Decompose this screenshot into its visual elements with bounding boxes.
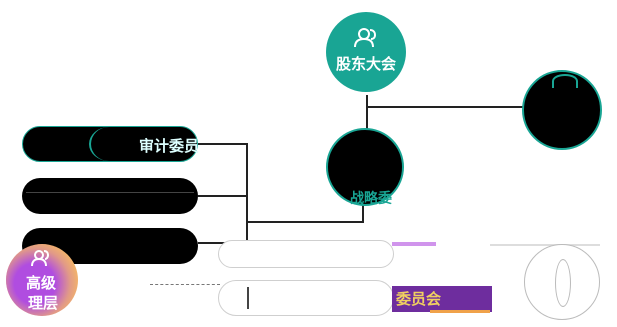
- committee-fragment-label: 委员会: [396, 290, 442, 308]
- board-node[interactable]: [522, 70, 602, 150]
- committee-fragment-underline: [430, 310, 490, 313]
- shareholders-meeting-node[interactable]: 股东大会: [326, 12, 406, 92]
- user-group-icon: [353, 27, 379, 49]
- pill-accent-arc: [89, 127, 129, 161]
- lower-pill-1[interactable]: [218, 240, 394, 268]
- pill-marker: [247, 287, 249, 309]
- committee-fragment-bar: [392, 286, 492, 312]
- shareholders-meeting-label: 股东大会: [335, 54, 396, 73]
- senior-management-label-line2: 理层: [28, 294, 59, 312]
- accent-purple-top: [392, 242, 436, 246]
- senior-management-node[interactable]: 高级 理层: [6, 244, 78, 316]
- connector-top-vertical: [366, 95, 368, 130]
- committee-pill-2[interactable]: [22, 178, 198, 214]
- connector-center-vertical: [362, 195, 364, 223]
- partial-icon: [552, 74, 578, 88]
- lower-pill-2[interactable]: [218, 280, 394, 316]
- strategy-committee-node[interactable]: 战略委: [326, 128, 404, 207]
- dashed-divider: [150, 284, 220, 285]
- strategy-committee-label: 战略委: [350, 191, 392, 207]
- senior-management-label-line1: 高级: [26, 274, 57, 292]
- audit-committee-pill[interactable]: 审计委员: [22, 126, 199, 162]
- bottom-right-node[interactable]: [524, 244, 600, 320]
- connector-audit-horizontal: [198, 143, 248, 145]
- bottom-right-inner-arc: [555, 259, 571, 307]
- pill-line: [26, 192, 194, 193]
- connector-left-vertical: [246, 143, 248, 243]
- accent-purple-mid: [490, 244, 600, 246]
- user-group-icon: [30, 249, 52, 267]
- connector-top-right: [366, 106, 526, 108]
- connector-center-horizontal: [246, 221, 364, 223]
- audit-committee-label: 审计委员: [138, 137, 199, 155]
- connector-mid-horizontal: [198, 195, 248, 197]
